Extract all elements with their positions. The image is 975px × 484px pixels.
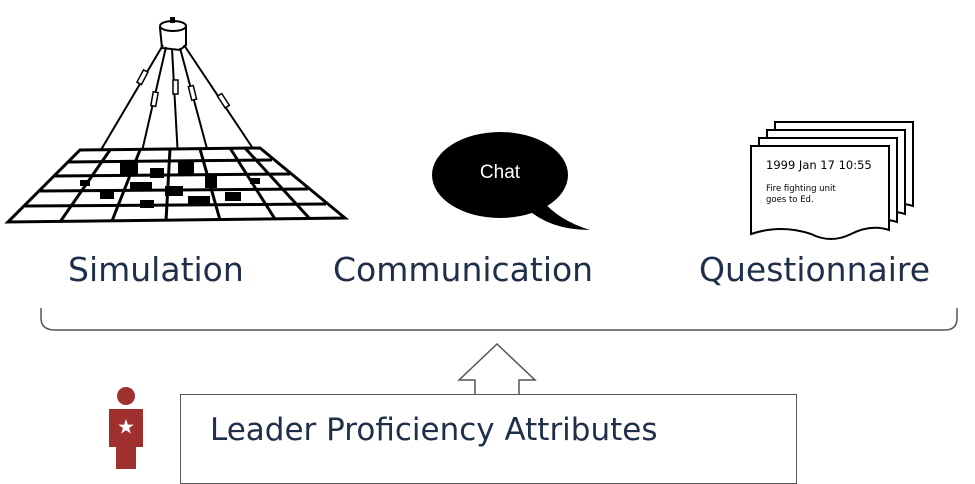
attributes-label: Leader Proficiency Attributes (210, 412, 658, 448)
brace-bracket (40, 308, 958, 331)
up-arrow-icon (457, 342, 537, 396)
communication-label: Communication (333, 250, 594, 289)
document-stack-icon (750, 121, 914, 240)
document-body-line-2: goes to Ed. (766, 195, 814, 205)
document-body-line-1: Fire fighting unit (766, 184, 836, 194)
leader-person-icon (109, 387, 143, 469)
simulation-label: Simulation (68, 250, 244, 289)
speech-bubble-icon (432, 132, 590, 230)
simulation-grid-icon (4, 17, 350, 224)
document-date-text: 1999 Jan 17 10:55 (766, 158, 872, 172)
questionnaire-label: Questionnaire (699, 250, 931, 289)
chat-bubble-label: Chat (479, 162, 521, 183)
